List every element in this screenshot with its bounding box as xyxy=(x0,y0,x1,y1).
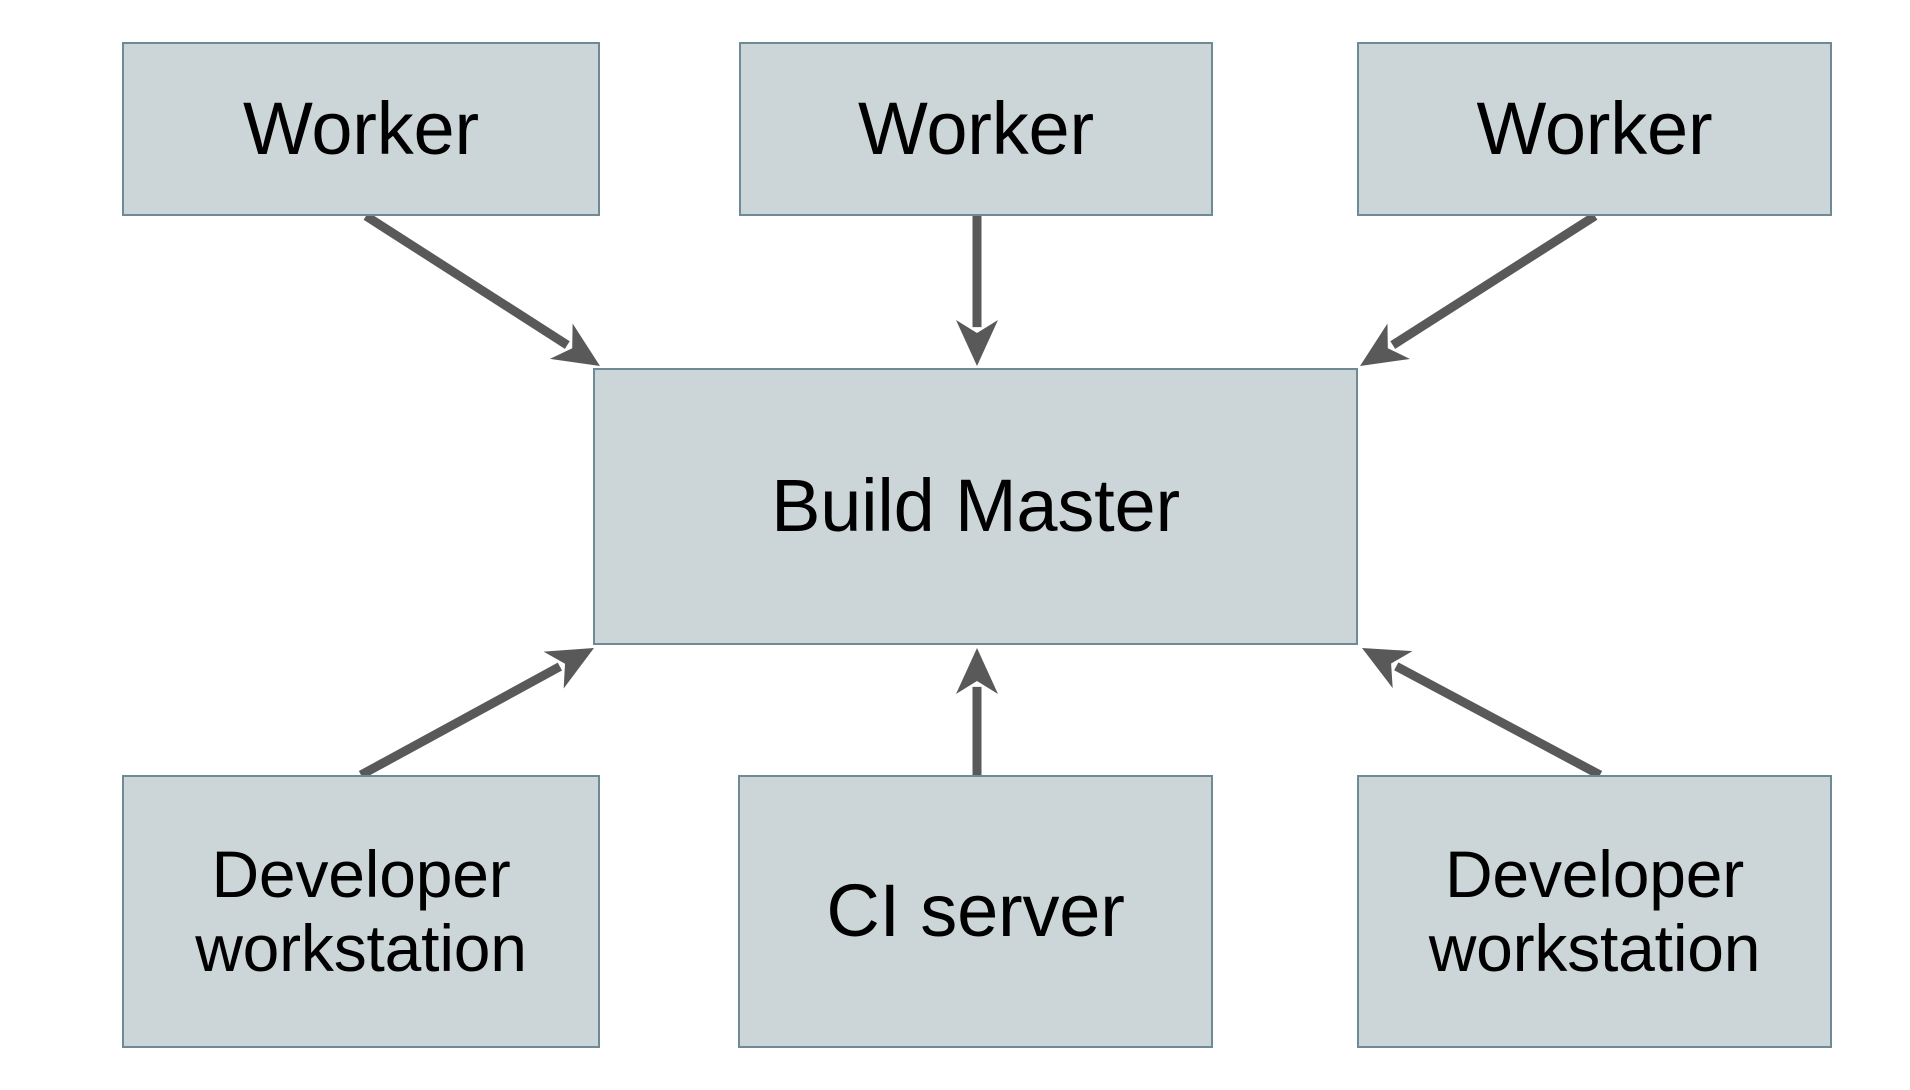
node-ci-server[interactable]: CI server xyxy=(738,775,1213,1048)
arrow-worker-3-to-build-master xyxy=(1360,212,1598,366)
node-label-developer-workstation-right: Developer workstation xyxy=(1428,836,1761,985)
node-build-master[interactable]: Build Master xyxy=(593,368,1358,645)
node-label-worker-1: Worker xyxy=(243,86,479,170)
node-worker-1[interactable]: Worker xyxy=(122,42,600,216)
arrow-ci-server-to-build-master xyxy=(956,648,998,775)
node-label-worker-3: Worker xyxy=(1476,86,1713,170)
arrow-worker-1-to-build-master xyxy=(363,212,600,366)
node-label-ci-server: CI server xyxy=(826,869,1125,953)
node-label-build-master: Build Master xyxy=(771,464,1180,548)
node-worker-3[interactable]: Worker xyxy=(1357,42,1832,216)
node-label-worker-2: Worker xyxy=(858,86,1094,170)
node-developer-workstation-right[interactable]: Developer workstation xyxy=(1357,775,1832,1048)
arrow-worker-2-to-build-master xyxy=(956,216,998,366)
node-developer-workstation-left[interactable]: Developer workstation xyxy=(122,775,600,1048)
node-label-developer-workstation-left: Developer workstation xyxy=(195,836,527,985)
arrow-developer-workstation-right-to-build-master xyxy=(1362,648,1603,779)
arrow-developer-workstation-left-to-build-master xyxy=(358,648,594,779)
node-worker-2[interactable]: Worker xyxy=(739,42,1213,216)
